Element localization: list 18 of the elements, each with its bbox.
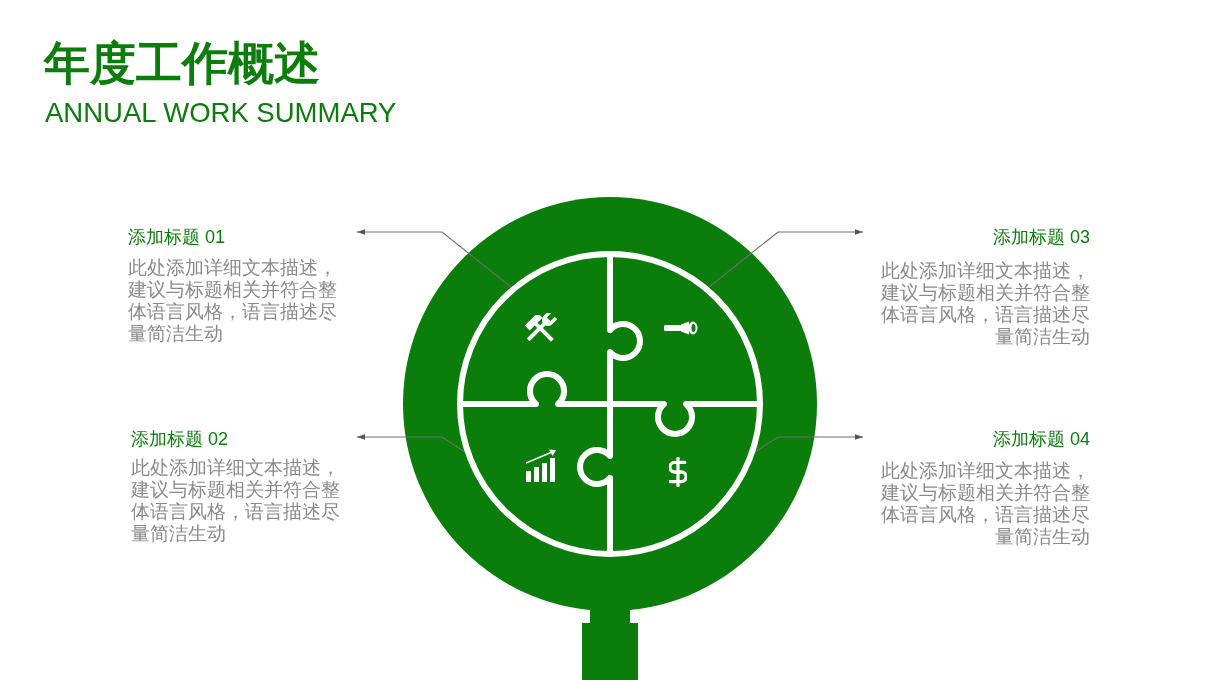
leader-arrow	[356, 229, 512, 288]
slide-subtitle: ANNUAL WORK SUMMARY	[45, 96, 397, 130]
description-text: 此处添加详细文本描述，建议与标题相关并符合整体语言风格，语言描述尽量简洁生动	[131, 457, 341, 545]
leader-arrow	[708, 229, 864, 288]
puzzle-piece	[610, 404, 763, 557]
leader-arrow	[356, 434, 466, 453]
puzzle-piece	[457, 404, 610, 557]
leader-arrow	[754, 434, 864, 453]
section-heading: 添加标题 02	[131, 428, 229, 450]
puzzle-piece	[457, 251, 610, 404]
description-text: 此处添加详细文本描述，建议与标题相关并符合整体语言风格，语言描述尽量简洁生动	[880, 260, 1090, 348]
slide-title: 年度工作概述	[44, 37, 320, 89]
description-text: 此处添加详细文本描述，建议与标题相关并符合整体语言风格，语言描述尽量简洁生动	[880, 460, 1090, 548]
puzzle-piece	[610, 251, 763, 404]
section-heading: 添加标题 03	[992, 226, 1090, 248]
section-heading: 添加标题 04	[992, 428, 1090, 450]
description-text: 此处添加详细文本描述，建议与标题相关并符合整体语言风格，语言描述尽量简洁生动	[128, 257, 338, 345]
section-heading: 添加标题 01	[128, 226, 226, 248]
